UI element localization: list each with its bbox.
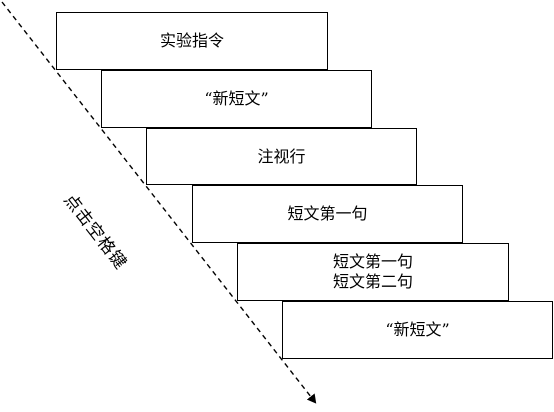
step-box-first-sentence: 短文第一句 [192,185,463,243]
step-text: 短文第一句 [287,204,368,223]
step-box-instruction: 实验指令 [56,12,328,70]
step-box-new-passage: “新短文” [101,70,372,128]
step-text: 短文第一句 [332,252,413,271]
step-text: 实验指令 [159,31,224,50]
step-box-first-second-sentence: 短文第一句 短文第二句 [237,243,509,301]
step-text: “新短文” [385,320,450,339]
step-text: “新短文” [204,89,269,108]
step-box-new-passage-next: “新短文” [282,301,553,359]
step-box-fixation-line: 注视行 [146,128,417,185]
step-text: 短文第二句 [332,272,413,291]
step-text: 注视行 [257,146,306,166]
